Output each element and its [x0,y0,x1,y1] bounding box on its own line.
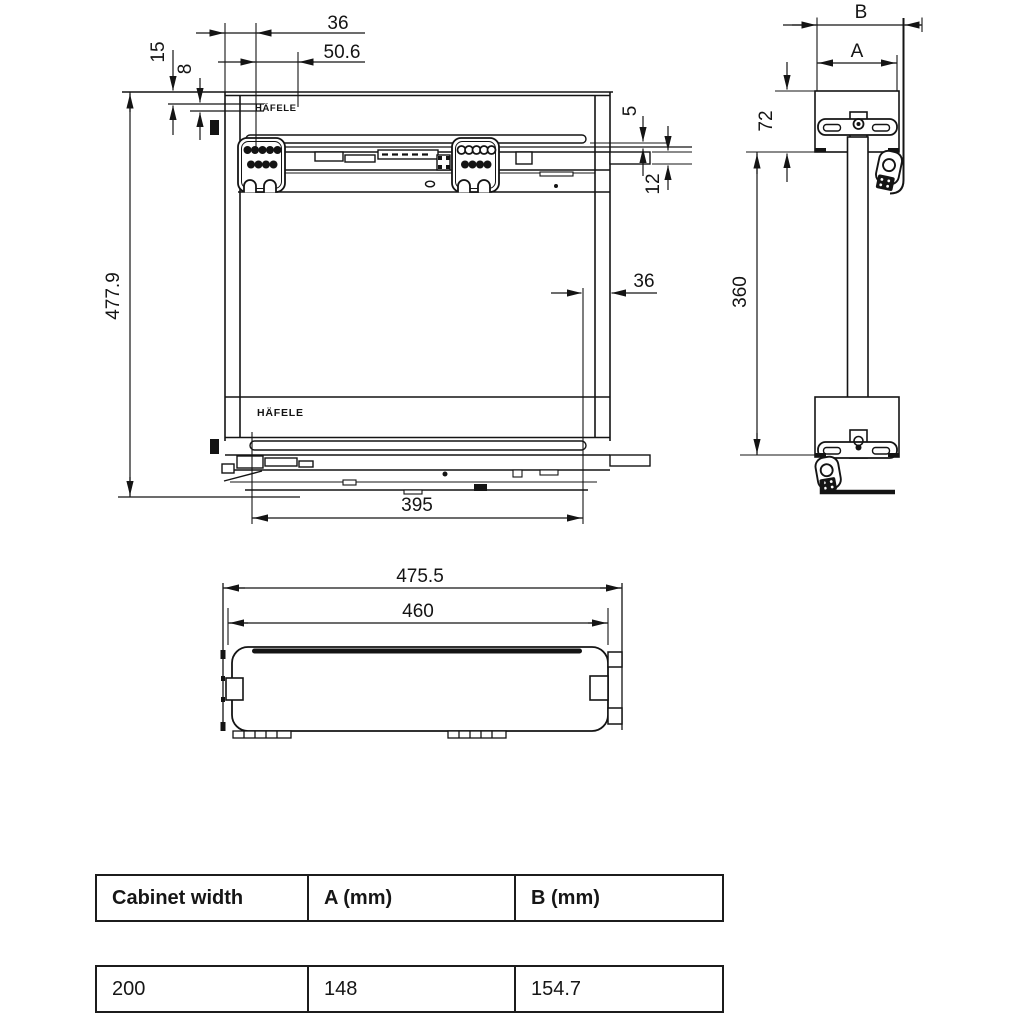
spec-table-values: 200 148 154.7 [95,965,724,1013]
front-view: HÄFELE HÄFELE 36 50.6 15 8 [103,13,692,524]
dim-bracket-height-72: 72 [746,62,815,182]
bracket-holes-top [243,146,282,169]
header-cell-cabinet-width: Cabinet width [95,874,309,922]
svg-text:15: 15 [148,41,169,62]
roller-catch-bottom [814,455,895,495]
side-view: B A 72 360 [730,2,923,495]
svg-text:12: 12 [643,173,664,194]
svg-text:460: 460 [402,601,434,622]
spec-table-header: Cabinet width A (mm) B (mm) [95,874,724,922]
latch-clip [438,156,450,169]
svg-text:477.9: 477.9 [103,272,124,320]
dim-runner-height-12: 12 [643,126,672,195]
dim-bracket-spacing-360: 360 [730,152,815,456]
svg-text:360: 360 [730,276,751,308]
dim-panel-gap-8: 8 [175,64,204,140]
mounting-bracket-right [451,137,500,193]
dim-depth-395: 395 [251,432,583,524]
svg-text:395: 395 [401,495,433,516]
dim-frame-width-36: 36 [551,271,657,524]
cabinet-frame [122,91,613,441]
bracket-holes-top [456,145,497,155]
roller-catch-top [875,149,903,191]
dim-panel-top-15: 15 [148,41,177,135]
drawing-canvas: HÄFELE HÄFELE 36 50.6 15 8 [103,2,923,739]
svg-text:50.6: 50.6 [324,42,361,63]
table-row: 200 148 154.7 [95,965,724,1013]
top-slide-assembly [210,120,692,193]
hafele-logo-top: HÄFELE [255,103,297,114]
vertical-rail [846,136,869,434]
bottom-mount-strip-right [447,730,507,739]
bottom-mount-strip-left [232,730,292,739]
bottom-slide-assembly [118,439,651,498]
svg-text:A: A [851,41,864,62]
dim-b: B [783,2,923,91]
value-cell-b-mm: 154.7 [514,965,724,1013]
pullout-frame-body [220,583,623,739]
top-view: 475.5 460 [220,566,623,739]
dim-a: A [817,41,898,91]
header-cell-b-mm: B (mm) [514,874,724,922]
dim-overall-width-475-5: 475.5 [223,566,622,592]
dim-total-height-477-9: 477.9 [103,92,134,497]
bracket-holes-bottom [461,160,492,169]
svg-text:B: B [855,2,868,23]
svg-text:475.5: 475.5 [396,566,444,587]
svg-text:5: 5 [620,106,641,117]
dim-inner-width-460: 460 [227,601,609,645]
table-header-row: Cabinet width A (mm) B (mm) [95,874,724,922]
dim-offset-top-50-6: 50.6 [218,42,365,107]
svg-text:8: 8 [175,64,196,75]
value-cell-cabinet-width: 200 [95,965,309,1013]
header-cell-a-mm: A (mm) [307,874,516,922]
value-cell-a-mm: 148 [307,965,516,1013]
svg-text:36: 36 [327,13,348,34]
side-wall [889,18,905,195]
svg-text:36: 36 [633,271,654,292]
dim-rail-lip-5: 5 [620,106,647,176]
dim-offset-top-36: 36 [196,13,365,147]
svg-text:72: 72 [756,110,777,131]
bottom-mounting-plate [814,396,900,459]
mounting-bracket-left [237,137,286,193]
hafele-logo-bottom: HÄFELE [257,406,304,419]
